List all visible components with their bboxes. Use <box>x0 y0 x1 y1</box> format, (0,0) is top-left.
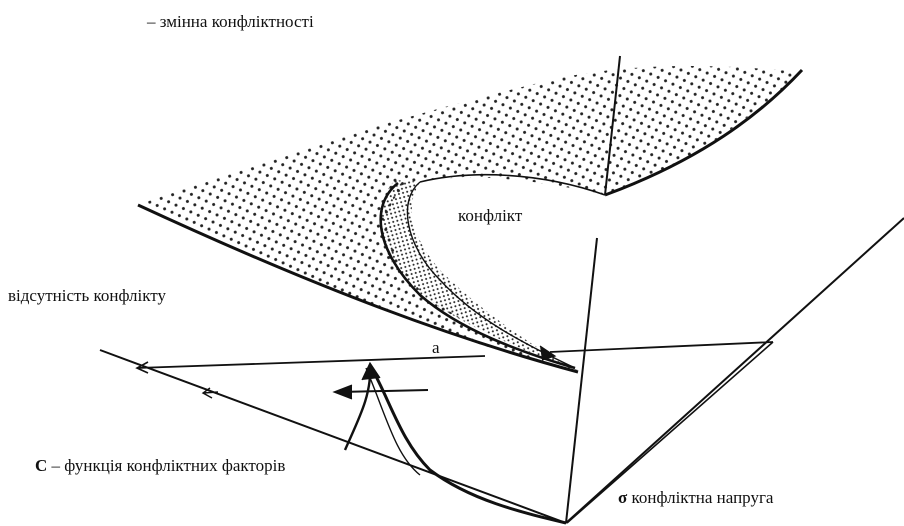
plane-left-edge <box>99 349 567 524</box>
conflict-label: конфлікт <box>458 206 523 225</box>
left-arrow-head <box>135 361 149 374</box>
sigma-description: конфліктна напруга <box>627 488 774 507</box>
line-a <box>136 355 486 369</box>
cusp-right-branch <box>368 364 567 525</box>
z-axis-label: – змінна конфліктності <box>147 12 314 31</box>
fold-curve-outer <box>379 181 576 370</box>
no-conflict-label: відсутність конфлікту <box>8 286 166 305</box>
fold-arrow-head <box>539 345 557 361</box>
cusp-inner-branch <box>365 367 421 476</box>
small-plane-arrow <box>201 387 219 399</box>
c-axis-label: C – функція конфліктних факторів <box>35 457 285 474</box>
surface-right-edge <box>604 68 804 197</box>
c-symbol: C <box>35 456 48 475</box>
horizontal-arrow-head <box>332 384 353 400</box>
hole-top-edge <box>419 174 606 196</box>
sigma-symbol: σ <box>618 488 628 507</box>
fold-curve-inner <box>406 181 576 369</box>
sigma-axis-line <box>565 237 598 524</box>
surface-bottom-edge <box>137 203 579 374</box>
line-a-label: a <box>432 338 440 357</box>
cusp-arrow-head <box>361 361 381 381</box>
sigma-axis-label: σ конфліктна напруга <box>618 489 773 506</box>
surface-fold <box>380 180 575 370</box>
plane-cross-line <box>549 341 774 353</box>
plane-cross-drop <box>566 341 774 524</box>
c-description: – функція конфліктних факторів <box>47 456 286 475</box>
z-axis-line <box>604 55 621 196</box>
surface-left-sheet <box>138 65 800 370</box>
plane-right-edge <box>565 217 904 524</box>
